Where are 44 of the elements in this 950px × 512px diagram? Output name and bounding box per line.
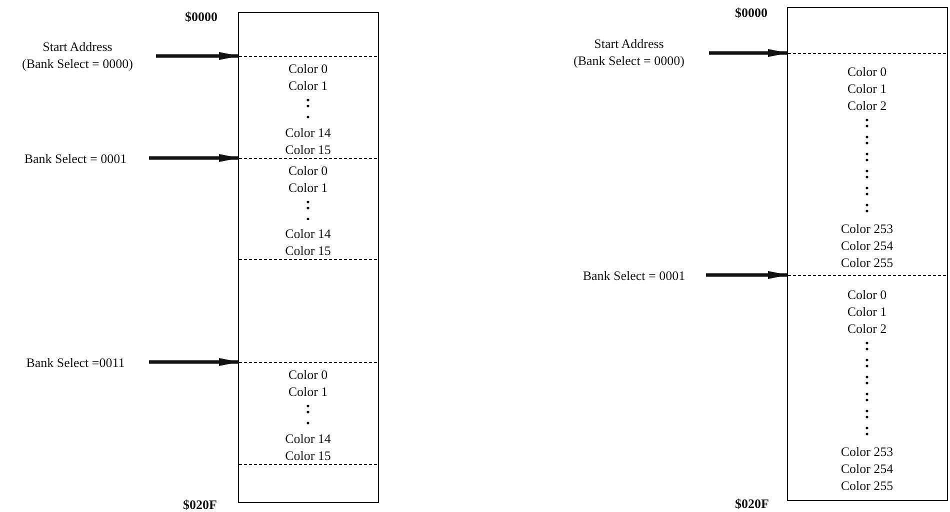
arrow-label: Bank Select = 0001 (568, 267, 700, 284)
color-entry: Color 254 (840, 460, 894, 477)
color-entry: Color 14 (285, 225, 331, 242)
arrow-label: Start Address (593, 35, 665, 52)
color-entry: Color 1 (288, 77, 328, 94)
arrow (709, 49, 788, 57)
color-entry: Color 15 (285, 141, 331, 158)
color-entry: Color 2 (847, 97, 887, 114)
color-entry: Color 254 (840, 237, 894, 254)
color-entry: Color 15 (285, 242, 331, 259)
color-entry: Color 0 (847, 286, 887, 303)
color-entry: Color 0 (847, 63, 887, 80)
arrow (706, 271, 788, 279)
color-entry: Color 0 (288, 366, 328, 383)
color-entry: Color 0 (288, 60, 328, 77)
color-entry: Color 1 (288, 179, 328, 196)
arrow (149, 154, 239, 162)
color-entry: Color 255 (840, 254, 894, 271)
arrow-label: (Bank Select = 0000) (21, 55, 134, 72)
color-entry: Color 1 (847, 303, 887, 320)
address-label: $0000 (735, 6, 768, 20)
color-entry: Color 1 (847, 80, 887, 97)
memory-map-box (787, 7, 948, 501)
color-entry: Color 253 (840, 220, 894, 237)
memory-segment (239, 158, 377, 260)
address-label: $020F (183, 498, 217, 512)
memory-segment (239, 362, 377, 465)
color-entry: Color 14 (285, 124, 331, 141)
color-entry: Color 2 (847, 320, 887, 337)
color-entry: Color 0 (288, 162, 328, 179)
color-entry: Color 255 (840, 477, 894, 494)
color-entry: Color 1 (288, 383, 328, 400)
address-label: $0000 (185, 10, 218, 24)
arrow (156, 52, 239, 60)
arrow-label: (Bank Select = 0000) (572, 52, 686, 69)
arrow-label: Bank Select =0011 (8, 354, 143, 371)
address-label: $020F (735, 497, 769, 511)
arrow-label: Start Address (42, 38, 114, 55)
arrow (149, 358, 239, 366)
memory-map-box (238, 12, 379, 503)
color-entry: Color 253 (840, 443, 894, 460)
color-entry: Color 14 (285, 430, 331, 447)
arrow-label: Bank Select = 0001 (8, 150, 143, 167)
color-entry: Color 15 (285, 447, 331, 464)
